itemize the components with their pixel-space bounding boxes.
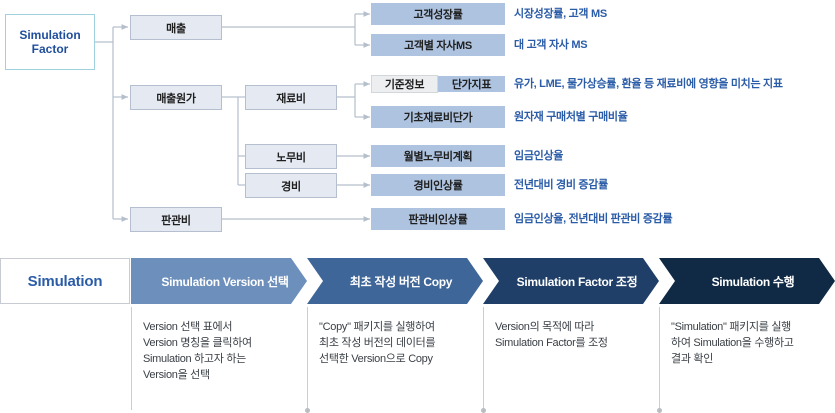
flow-divider-0 <box>131 307 132 410</box>
flow-divider-1 <box>305 307 310 413</box>
node-simulation-factor[interactable]: Simulation Factor <box>5 14 95 70</box>
node-label: 경비 <box>281 180 301 193</box>
node-label-line2: Factor <box>31 42 69 56</box>
flow-desc-select-version: Version 선택 표에서 Version 명칭을 클릭하여 Simulati… <box>143 321 252 381</box>
flow-step-title: Simulation Version 선택 <box>161 274 289 289</box>
flow-step-select-version[interactable]: Simulation Version 선택 <box>131 258 307 304</box>
leaf-desc-customer-growth-rate: 시장성장률, 고객 MS <box>514 8 607 20</box>
leaf-customer-ms[interactable]: 고객별 자사MS <box>371 34 505 56</box>
leaf-desc-customer-ms: 대 고객 자사 MS <box>514 39 588 51</box>
simulation-factor-tree: Simulation Factor 매출 매출원가 판관비 재료비 노무비 경비… <box>5 3 783 232</box>
leaf-label: 고객별 자사MS <box>404 40 472 52</box>
node-sales[interactable]: 매출 <box>130 15 222 40</box>
flow-divider-3 <box>657 307 662 413</box>
leaf-label: 월별노무비계획 <box>403 151 473 163</box>
flow-divider-2 <box>481 307 486 413</box>
flow-desc-copy-initial-version: "Copy" 패키지를 실행하여 최초 작성 버전의 데이터를 선택한 Vers… <box>319 321 436 365</box>
node-label: 재료비 <box>276 92 306 105</box>
leaf-sgna-increase[interactable]: 판관비인상률 <box>371 208 505 230</box>
leaf-expense-increase[interactable]: 경비인상률 <box>371 174 505 196</box>
leaf-label-price-index[interactable]: 단가지표 <box>438 76 505 92</box>
flow-step-title: Simulation Factor 조정 <box>516 274 638 289</box>
leaf-label: 판관비인상률 <box>408 214 468 226</box>
leaf-label: 기초재료비단가 <box>403 112 473 124</box>
leaf-desc-expense-increase: 전년대비 경비 증감률 <box>514 179 608 191</box>
leaf-unit-price-index[interactable]: 기준정보 단가지표 <box>371 73 505 95</box>
simulation-process-flow: Simulation Simulation Version 선택 최초 작성 버… <box>0 258 835 413</box>
leaf-customer-growth-rate[interactable]: 고객성장률 <box>371 3 505 25</box>
flow-desc-adjust-factor: Version의 목적에 따라 Simulation Factor를 조정 <box>495 321 608 349</box>
leaf-label: 경비인상률 <box>413 180 463 192</box>
node-label-line1: Simulation <box>19 28 81 42</box>
node-labor-cost[interactable]: 노무비 <box>245 144 337 169</box>
node-sgna[interactable]: 판관비 <box>130 207 222 232</box>
leaf-desc-sgna-increase: 임금인상율, 전년대비 판관비 증감률 <box>514 213 673 225</box>
node-expense-cost[interactable]: 경비 <box>245 173 337 198</box>
flow-step-title: 최초 작성 버전 Copy <box>349 274 453 289</box>
flow-step-title: Simulation 수행 <box>711 274 795 289</box>
flow-desc-run-simulation: "Simulation" 패키지를 실행 하여 Simulation을 수행하고… <box>671 321 794 365</box>
leaf-label: 고객성장률 <box>413 9 463 21</box>
node-material-cost[interactable]: 재료비 <box>245 85 337 110</box>
leaf-desc-base-material-price: 원자재 구매처별 구매비율 <box>514 111 628 123</box>
node-label: 노무비 <box>276 151 306 164</box>
leaf-desc-monthly-labor-plan: 임금인상율 <box>514 150 564 162</box>
leaf-desc-unit-price-index: 유가, LME, 물가상승률, 환율 등 재료비에 영향을 미치는 지표 <box>514 78 783 90</box>
node-label: 매출 <box>166 22 186 35</box>
flow-step-adjust-factor[interactable]: Simulation Factor 조정 <box>483 258 659 304</box>
flow-step-copy-initial-version[interactable]: 최초 작성 버전 Copy <box>307 258 483 304</box>
node-label: 판관비 <box>161 214 191 227</box>
leaf-monthly-labor-plan[interactable]: 월별노무비계획 <box>371 145 505 167</box>
leaf-base-material-price[interactable]: 기초재료비단가 <box>371 106 505 128</box>
flow-title: Simulation <box>0 258 130 304</box>
leaf-label-standard-info[interactable]: 기준정보 <box>371 75 438 93</box>
node-cogs[interactable]: 매출원가 <box>130 85 222 110</box>
flow-step-run-simulation[interactable]: Simulation 수행 <box>659 258 835 304</box>
node-label: 매출원가 <box>156 92 196 105</box>
